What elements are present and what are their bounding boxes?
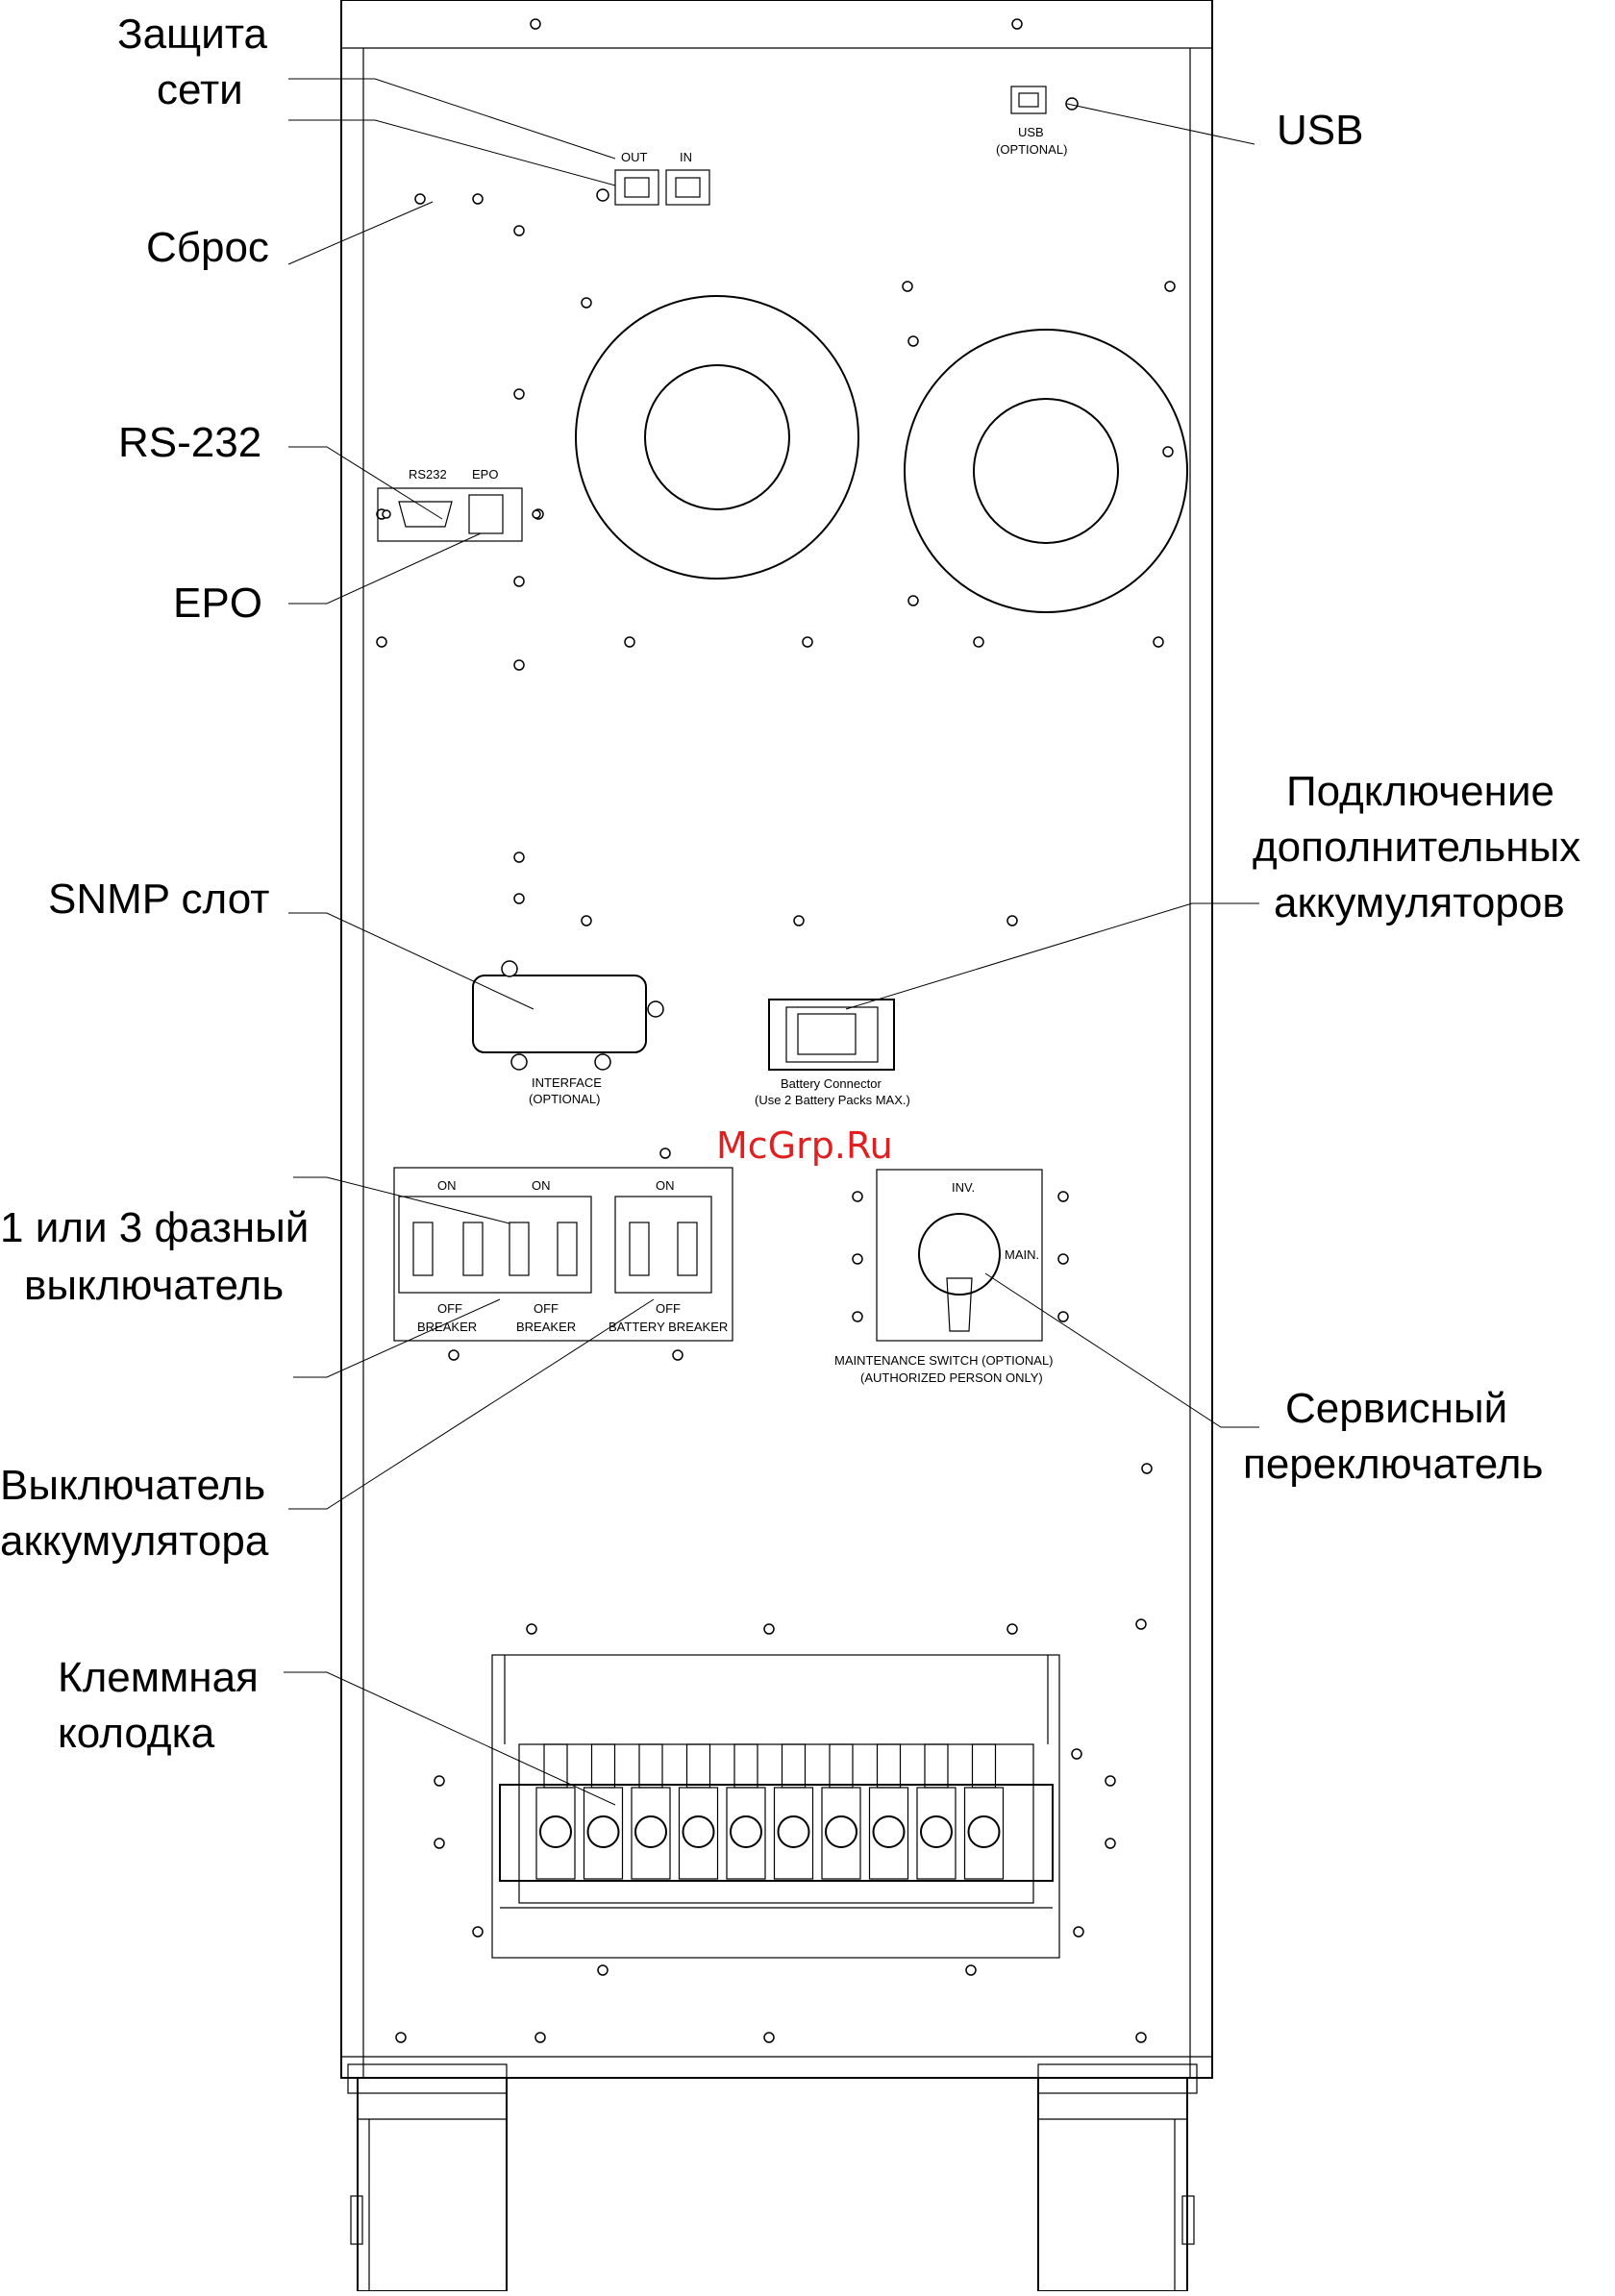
- terminal-screw: [586, 1815, 620, 1848]
- label-inv: INV.: [952, 1180, 975, 1195]
- callout-network-protection-1: Защита: [117, 11, 267, 58]
- terminal-cell: [916, 1787, 957, 1880]
- terminal-cell: [726, 1787, 766, 1880]
- label-battery-breaker: BATTERY BREAKER: [609, 1320, 728, 1334]
- label-out: OUT: [621, 150, 648, 164]
- terminal-cell: [631, 1787, 671, 1880]
- terminal-screw: [777, 1815, 810, 1848]
- terminal-screw: [872, 1815, 906, 1848]
- label-breaker-2: BREAKER: [516, 1320, 576, 1334]
- label-off-2: OFF: [534, 1301, 559, 1316]
- callout-reset: Сброс: [146, 224, 269, 271]
- terminal-cell: [821, 1787, 861, 1880]
- callout-epo: EPO: [173, 580, 262, 627]
- label-on-2: ON: [532, 1178, 551, 1193]
- callout-phase-breaker-1: 1 или 3 фазный: [0, 1204, 309, 1251]
- terminal-tab: [829, 1743, 854, 1789]
- epo-connector: [468, 494, 504, 534]
- network-protection-ports: OUT IN: [596, 150, 710, 206]
- label-interface-optional: (OPTIONAL): [529, 1092, 600, 1106]
- label-off-3: OFF: [656, 1301, 681, 1316]
- breaker-panel: ON ON ON OFF OFF OFF BREAKER BREAKER BAT…: [393, 1167, 733, 1342]
- terminal-tab: [971, 1743, 997, 1789]
- callout-labels: Защита сети USB Сброс RS-232 EPO Подключ…: [0, 11, 1580, 1757]
- terminal-tab: [781, 1743, 807, 1789]
- label-off-1: OFF: [437, 1301, 462, 1316]
- cabinet-body: [340, 0, 1213, 2079]
- label-epo: EPO: [472, 467, 498, 481]
- watermark-text: McGrp.Ru: [716, 1124, 893, 1167]
- terminal-tab: [543, 1743, 568, 1789]
- terminal-tab: [924, 1743, 949, 1789]
- label-main: MAIN.: [1005, 1247, 1039, 1262]
- label-rs232: RS232: [409, 467, 447, 481]
- terminal-tab: [638, 1743, 663, 1789]
- callout-service-switch-2: переключатель: [1243, 1441, 1543, 1488]
- callout-service-switch-1: Сервисный: [1285, 1385, 1507, 1432]
- left-foot: [347, 2063, 508, 2292]
- callout-battery-conn-2: дополнительных: [1253, 824, 1580, 871]
- label-battery-connector-max: (Use 2 Battery Packs MAX.): [755, 1093, 910, 1107]
- terminal-tab: [876, 1743, 902, 1789]
- leader-lines: [284, 78, 1259, 1806]
- terminal-screw: [539, 1815, 572, 1848]
- terminal-cell: [678, 1787, 719, 1880]
- terminal-screws: [535, 1743, 1005, 1880]
- right-foot: [1037, 2063, 1198, 2292]
- terminal-cell: [963, 1787, 1005, 1880]
- callout-usb: USB: [1277, 107, 1363, 154]
- terminal-screw: [967, 1815, 1001, 1848]
- battery-connector: Battery Connector (Use 2 Battery Packs M…: [755, 999, 910, 1107]
- terminal-cell: [773, 1787, 814, 1880]
- label-interface: INTERFACE: [532, 1075, 602, 1090]
- maintenance-switch: INV. MAIN. MAINTENANCE SWITCH (OPTIONAL)…: [834, 1169, 1069, 1385]
- terminal-tab: [733, 1743, 758, 1789]
- rs232-epo-block: RS232 EPO: [377, 467, 541, 542]
- terminal-cell: [535, 1787, 576, 1880]
- terminal-screw: [920, 1815, 953, 1848]
- usb-port: USB (OPTIONAL): [996, 86, 1079, 157]
- callout-snmp: SNMP слот: [48, 876, 269, 923]
- callout-battery-conn-1: Подключение: [1286, 768, 1554, 815]
- label-maintenance-switch: MAINTENANCE SWITCH (OPTIONAL): [834, 1353, 1054, 1368]
- screw-holes: [376, 18, 1176, 2043]
- callout-battery-breaker-2: аккумулятора: [0, 1518, 269, 1565]
- label-usb: USB: [1018, 125, 1044, 139]
- fan-left: [575, 295, 859, 580]
- callout-rs232: RS-232: [118, 419, 261, 466]
- label-on-1: ON: [437, 1178, 457, 1193]
- port-out: [614, 169, 659, 206]
- terminal-screw: [825, 1815, 857, 1848]
- terminal-block: [491, 1654, 1060, 1959]
- terminal-cell: [583, 1787, 624, 1880]
- rs232-connector: [398, 501, 453, 528]
- terminal-cell: [868, 1787, 909, 1880]
- terminal-screw: [634, 1815, 667, 1848]
- battery-breaker: [614, 1196, 712, 1294]
- terminal-tab: [590, 1743, 616, 1789]
- terminal-screw: [682, 1815, 715, 1848]
- callout-battery-breaker-1: Выключатель: [0, 1462, 265, 1509]
- callout-network-protection-2: сети: [157, 66, 243, 113]
- callout-battery-conn-3: аккумуляторов: [1274, 879, 1565, 926]
- callout-terminal-2: колодка: [58, 1710, 215, 1757]
- snmp-slot: INTERFACE (OPTIONAL): [472, 960, 664, 1106]
- phase-breaker: [398, 1196, 592, 1294]
- label-in: IN: [680, 150, 692, 164]
- label-battery-connector: Battery Connector: [781, 1076, 882, 1091]
- label-usb-optional: (OPTIONAL): [996, 142, 1067, 157]
- callout-terminal-1: Клеммная: [58, 1654, 259, 1701]
- terminal-screw: [730, 1815, 762, 1848]
- callout-phase-breaker-2: выключатель: [24, 1262, 284, 1309]
- port-in: [665, 169, 710, 206]
- label-authorized-only: (AUTHORIZED PERSON ONLY): [860, 1370, 1043, 1385]
- fan-right: [904, 329, 1188, 613]
- terminal-tab: [685, 1743, 711, 1789]
- label-on-3: ON: [656, 1178, 675, 1193]
- label-breaker-1: BREAKER: [417, 1320, 477, 1334]
